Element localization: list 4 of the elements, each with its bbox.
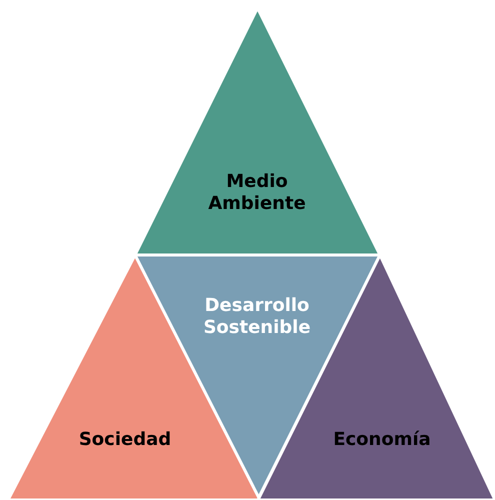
triangle-label: Sociedad xyxy=(78,429,172,451)
triangle-label: Economía xyxy=(332,429,432,451)
triangle-label: Desarrollo Sostenible xyxy=(202,295,312,339)
triangle-label: Medio Ambiente xyxy=(207,171,307,215)
